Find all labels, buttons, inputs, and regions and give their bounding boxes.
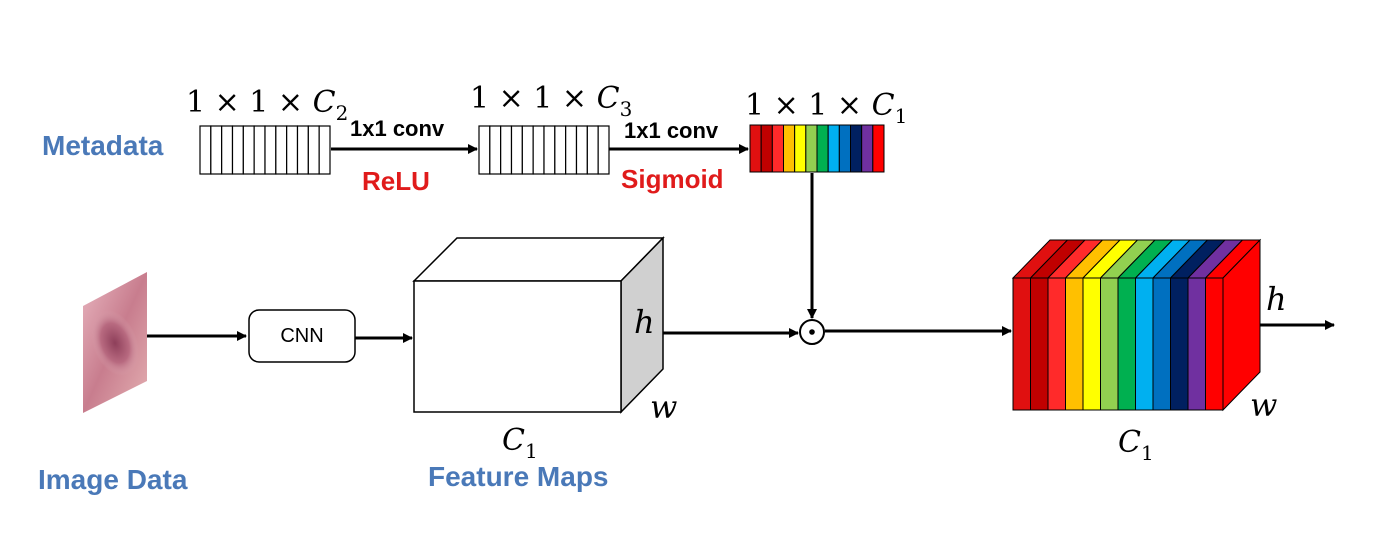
operator-dot bbox=[809, 329, 815, 335]
attention-cell bbox=[760, 124, 773, 173]
conv1-label: 1x1 conv bbox=[350, 116, 445, 141]
vector-cell bbox=[199, 125, 212, 175]
attention-cell bbox=[850, 124, 863, 173]
fmap-h-label: h bbox=[634, 303, 655, 341]
vector-cell bbox=[275, 125, 288, 175]
attention-cell bbox=[872, 124, 885, 173]
cnn-box bbox=[248, 309, 356, 363]
output-front-slice bbox=[1152, 277, 1171, 411]
attention-cell bbox=[783, 124, 796, 173]
sigmoid-label: Sigmoid bbox=[621, 164, 724, 194]
output-front-slice bbox=[1065, 277, 1084, 411]
vector-cell bbox=[597, 125, 610, 175]
attention-cell bbox=[827, 124, 840, 173]
vector-cell bbox=[286, 125, 299, 175]
vector-cell bbox=[210, 125, 223, 175]
feature-maps-cube bbox=[412, 236, 665, 414]
metadata-vector-c3 bbox=[478, 125, 610, 175]
vector-cell bbox=[565, 125, 578, 175]
output-front-slice bbox=[1170, 277, 1189, 411]
conv2-label: 1x1 conv bbox=[624, 118, 719, 143]
output-front-slice bbox=[1047, 277, 1066, 411]
attention-cell bbox=[861, 124, 874, 173]
out-c1-label: C1 bbox=[1118, 425, 1154, 465]
output-front-slice bbox=[1187, 277, 1206, 411]
fmap-c1-label: C1 bbox=[502, 423, 538, 463]
attention-cell bbox=[816, 124, 829, 173]
vector-cell bbox=[253, 125, 266, 175]
attention-vector-c1 bbox=[749, 124, 885, 173]
vector-cell bbox=[307, 125, 320, 175]
metadata-vector-c2 bbox=[199, 125, 331, 175]
output-front-slice bbox=[1117, 277, 1136, 411]
attention-cell bbox=[838, 124, 851, 173]
vector-cell bbox=[231, 125, 244, 175]
vector-cell bbox=[510, 125, 523, 175]
output-front-slice bbox=[1012, 277, 1031, 411]
relu-label: ReLU bbox=[362, 166, 430, 196]
vector-cell bbox=[521, 125, 534, 175]
attention-cell bbox=[749, 124, 762, 173]
cnn-label: CNN bbox=[280, 325, 323, 347]
output-front-slice bbox=[1082, 277, 1101, 411]
vector-cell bbox=[500, 125, 513, 175]
vector-cell bbox=[264, 125, 277, 175]
output-front-slice bbox=[1100, 277, 1119, 411]
skin-lesion-image bbox=[83, 272, 147, 413]
output-feature-cube bbox=[1011, 238, 1262, 412]
vec3-dim-label: 1 × 1 × C1 bbox=[745, 88, 907, 128]
output-front-slice bbox=[1135, 277, 1154, 411]
vector-cell bbox=[543, 125, 556, 175]
vector-cell bbox=[478, 125, 491, 175]
out-w-label: w bbox=[1250, 386, 1277, 424]
metadata-label: Metadata bbox=[42, 130, 164, 161]
vector-cell bbox=[575, 125, 588, 175]
attention-cell bbox=[771, 124, 784, 173]
vector-cell bbox=[554, 125, 567, 175]
vector-cell bbox=[221, 125, 234, 175]
vector-cell bbox=[586, 125, 599, 175]
attention-cell bbox=[805, 124, 818, 173]
vector-cell bbox=[489, 125, 502, 175]
image-data-label: Image Data bbox=[38, 464, 188, 495]
vec2-dim-label: 1 × 1 × C3 bbox=[470, 81, 632, 121]
vector-cell bbox=[296, 125, 309, 175]
feature-maps-label: Feature Maps bbox=[428, 461, 609, 492]
out-h-label: h bbox=[1266, 280, 1287, 318]
attention-cell bbox=[794, 124, 807, 173]
vector-cell bbox=[532, 125, 545, 175]
output-front-slice bbox=[1205, 277, 1224, 411]
vector-cell bbox=[242, 125, 255, 175]
vec1-dim-label: 1 × 1 × C2 bbox=[186, 85, 348, 125]
vector-cell bbox=[318, 125, 331, 175]
output-front-slice bbox=[1030, 277, 1049, 411]
fmap-w-label: w bbox=[650, 388, 677, 426]
